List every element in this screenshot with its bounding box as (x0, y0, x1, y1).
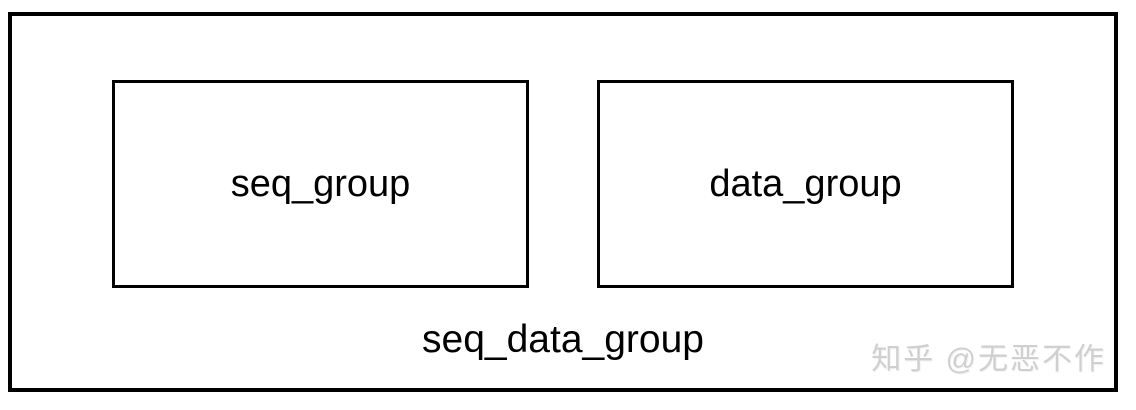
seq-group-box: seq_group (112, 80, 529, 288)
data-group-box: data_group (597, 80, 1014, 288)
seq-group-label: seq_group (230, 162, 411, 205)
zhihu-watermark: 知乎 @无恶不作 (871, 343, 1106, 376)
seq-data-group-container-box: seq_group data_group seq_data_group (8, 12, 1118, 392)
seq-data-group-label: seq_data_group (422, 318, 704, 361)
data-group-label: data_group (709, 162, 902, 205)
